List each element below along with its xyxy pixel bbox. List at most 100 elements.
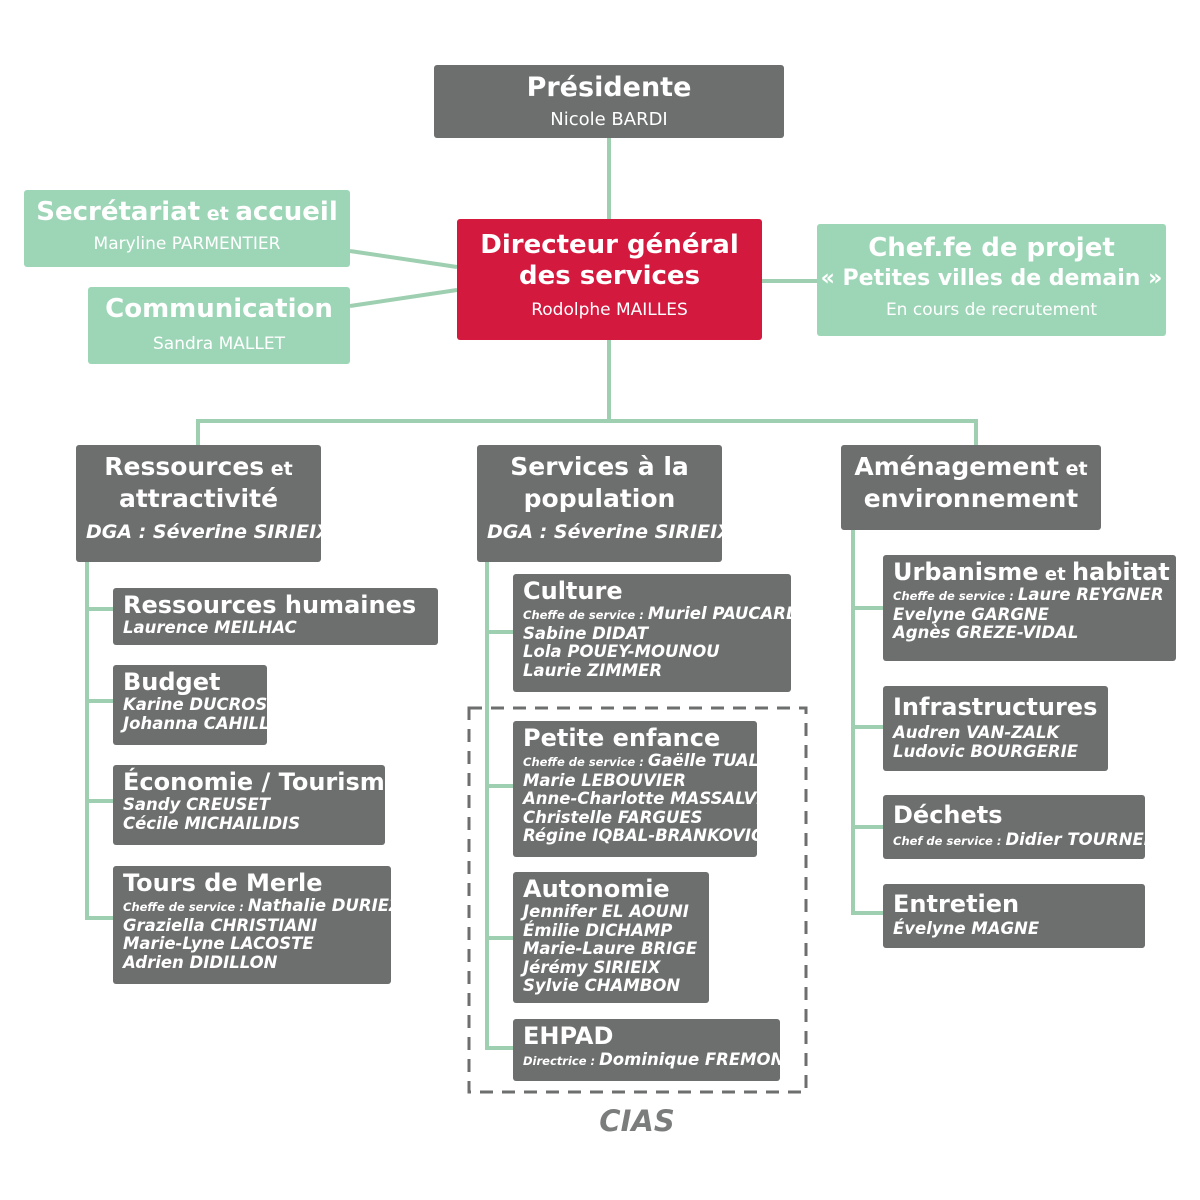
- service-role-name: Gaëlle TUAL: [647, 751, 757, 770]
- presidente-title: Présidente: [526, 72, 692, 103]
- dept-ressources-dga: DGA : Séverine SIRIEIX: [86, 521, 321, 543]
- service-title: Urbanisme et habitat: [893, 558, 1170, 586]
- service-title: Culture: [523, 577, 623, 605]
- service-person: Agnès GREZE-VIDAL: [893, 623, 1079, 642]
- dept-ressources-title-1b: et: [264, 458, 293, 480]
- service-economie-tourisme: Économie / Tourisme Sandy CREUSET Cécile…: [113, 765, 385, 845]
- dept-population-dga: DGA : Séverine SIRIEIX: [487, 521, 722, 543]
- service-ressources-humaines: Ressources humaines Laurence MEILHAC: [113, 588, 438, 645]
- dgs-name: Rodolphe MAILLES: [531, 300, 688, 321]
- service-title: Économie / Tourisme: [123, 768, 385, 796]
- secretariat-title-b: et: [200, 203, 236, 225]
- service-person: Audren VAN-ZALK: [893, 723, 1060, 742]
- service-head: Cheffe de service : Gaëlle TUAL: [523, 751, 757, 772]
- service-role: Cheffe de service :: [123, 900, 248, 914]
- service-ehpad: EHPAD Directrice : Dominique FREMONT: [513, 1019, 780, 1081]
- dept-amenagement-title-1b: et: [1059, 458, 1088, 480]
- service-person: Sabine DIDAT: [523, 623, 649, 643]
- dept-population-title-2: population: [523, 484, 676, 513]
- secretariat-title-c: accueil: [235, 197, 338, 227]
- service-person: Jérémy SIRIEIX: [523, 957, 661, 977]
- service-person: Sandy CREUSET: [123, 795, 270, 814]
- service-person: Laurie ZIMMER: [523, 660, 663, 680]
- service-role-name: Dominique FREMONT: [599, 1050, 780, 1069]
- service-head: Cheffe de service : Laure REYGNER: [893, 585, 1166, 606]
- service-role-name: Didier TOURNEIX: [1005, 830, 1145, 849]
- service-title: Entretien: [893, 890, 1020, 918]
- dept-population-title-1: Services à la: [487, 453, 712, 481]
- communication-box: Communication Sandra MALLET: [88, 287, 350, 364]
- service-role-name: Muriel PAUCARD: [647, 604, 791, 623]
- connector-secretariat-to-dgs: [349, 249, 458, 269]
- service-role: Cheffe de service :: [523, 608, 648, 622]
- projet-box: Chef.fe de projet « Petites villes de de…: [817, 224, 1166, 336]
- dept-ressources-title-1: Ressources et: [86, 453, 311, 481]
- service-person: Cécile MICHAILIDIS: [123, 813, 301, 833]
- service-person: Marie LEBOUVIER: [523, 770, 686, 790]
- secretariat-box: Secrétariat et accueil Maryline PARMENTI…: [24, 190, 350, 267]
- dept-amenagement-box: Aménagement et environnement: [841, 445, 1101, 530]
- service-head: Directrice : Dominique FREMONT: [523, 1050, 780, 1071]
- service-infrastructures: Infrastructures Audren VAN-ZALK Ludovic …: [883, 686, 1108, 771]
- service-entretien: Entretien Évelyne MAGNE: [883, 884, 1145, 948]
- service-role: Directrice :: [523, 1054, 600, 1068]
- service-title: Tours de Merle: [123, 869, 323, 897]
- service-person: Evelyne GARGNE: [893, 604, 1049, 624]
- dept-amenagement-title-1: Aménagement et: [851, 453, 1091, 481]
- service-title: EHPAD: [523, 1022, 614, 1050]
- service-person: Marie-Laure BRIGE: [523, 939, 698, 958]
- service-title: Autonomie: [523, 875, 670, 903]
- dgs-title-line-2: des services: [518, 261, 701, 292]
- dept-amenagement-title-2: environnement: [863, 484, 1079, 513]
- service-person: Jennifer EL AOUNI: [523, 902, 689, 921]
- service-person: Graziella CHRISTIANI: [123, 915, 318, 935]
- service-title: Petite enfance: [523, 724, 721, 752]
- service-person: Anne-Charlotte MASSALVE: [523, 789, 757, 808]
- service-budget: Budget Karine DUCROS Johanna CAHILL: [113, 665, 267, 745]
- service-person: Adrien DIDILLON: [123, 952, 278, 972]
- dept-population-box: Services à la population DGA : Séverine …: [477, 445, 722, 562]
- service-person: Sylvie CHAMBON: [523, 976, 681, 995]
- dept-ressources-title-1a: Ressources: [104, 452, 265, 481]
- service-role-name: Nathalie DURIEZ: [247, 896, 391, 915]
- service-person: Lola POUEY-MOUNOU: [523, 642, 720, 661]
- projet-status: En cours de recrutement: [885, 299, 1098, 320]
- dept-ressources-title-2: attractivité: [118, 484, 279, 513]
- service-person: Christelle FARGUES: [523, 807, 703, 827]
- service-title: Ressources humaines: [123, 591, 417, 619]
- communication-name: Sandra MALLET: [153, 334, 285, 355]
- service-head: Cheffe de service : Muriel PAUCARD: [523, 604, 791, 625]
- dgs-title-line-1: Directeur général: [480, 230, 739, 260]
- service-culture: Culture Cheffe de service : Muriel PAUCA…: [513, 574, 791, 692]
- service-head: Chef de service : Didier TOURNEIX: [893, 830, 1145, 851]
- presidente-box: Présidente Nicole BARDI: [434, 65, 784, 138]
- dept-amenagement-title-1a: Aménagement: [854, 452, 1060, 481]
- service-title: Déchets: [893, 801, 1003, 829]
- service-title-c: habitat: [1071, 558, 1170, 586]
- service-tours-de-merle: Tours de Merle Cheffe de service : Natha…: [113, 866, 391, 984]
- service-title-a: Urbanisme: [893, 558, 1039, 586]
- presidente-name: Nicole BARDI: [550, 109, 668, 131]
- projet-title-line-2: « Petites villes de demain »: [820, 266, 1163, 292]
- service-urbanisme-habitat: Urbanisme et habitat Cheffe de service :…: [883, 555, 1176, 661]
- service-title: Budget: [123, 668, 221, 696]
- service-person: Marie-Lyne LACOSTE: [123, 934, 314, 953]
- dept-population-title-1a: Services à la: [510, 452, 689, 481]
- service-person: Régine IQBAL-BRANKOVIC: [523, 826, 757, 845]
- service-person: Émilie DICHAMP: [523, 920, 673, 940]
- service-role: Chef de service :: [893, 834, 1006, 848]
- service-dechets: Déchets Chef de service : Didier TOURNEI…: [883, 795, 1145, 859]
- cias-dashed-frame: [467, 706, 808, 1094]
- service-person: Évelyne MAGNE: [893, 919, 1040, 938]
- connector-communication-to-dgs: [349, 288, 458, 308]
- service-role: Cheffe de service :: [893, 589, 1018, 603]
- service-petite-enfance: Petite enfance Cheffe de service : Gaëll…: [513, 721, 757, 857]
- secretariat-title-a: Secrétariat: [36, 197, 201, 227]
- service-head: Cheffe de service : Nathalie DURIEZ: [123, 896, 391, 917]
- service-title-b: et: [1038, 564, 1072, 585]
- service-role-name: Laure REYGNER: [1017, 585, 1164, 604]
- service-person: Ludovic BOURGERIE: [893, 741, 1078, 761]
- service-role: Cheffe de service :: [523, 755, 648, 769]
